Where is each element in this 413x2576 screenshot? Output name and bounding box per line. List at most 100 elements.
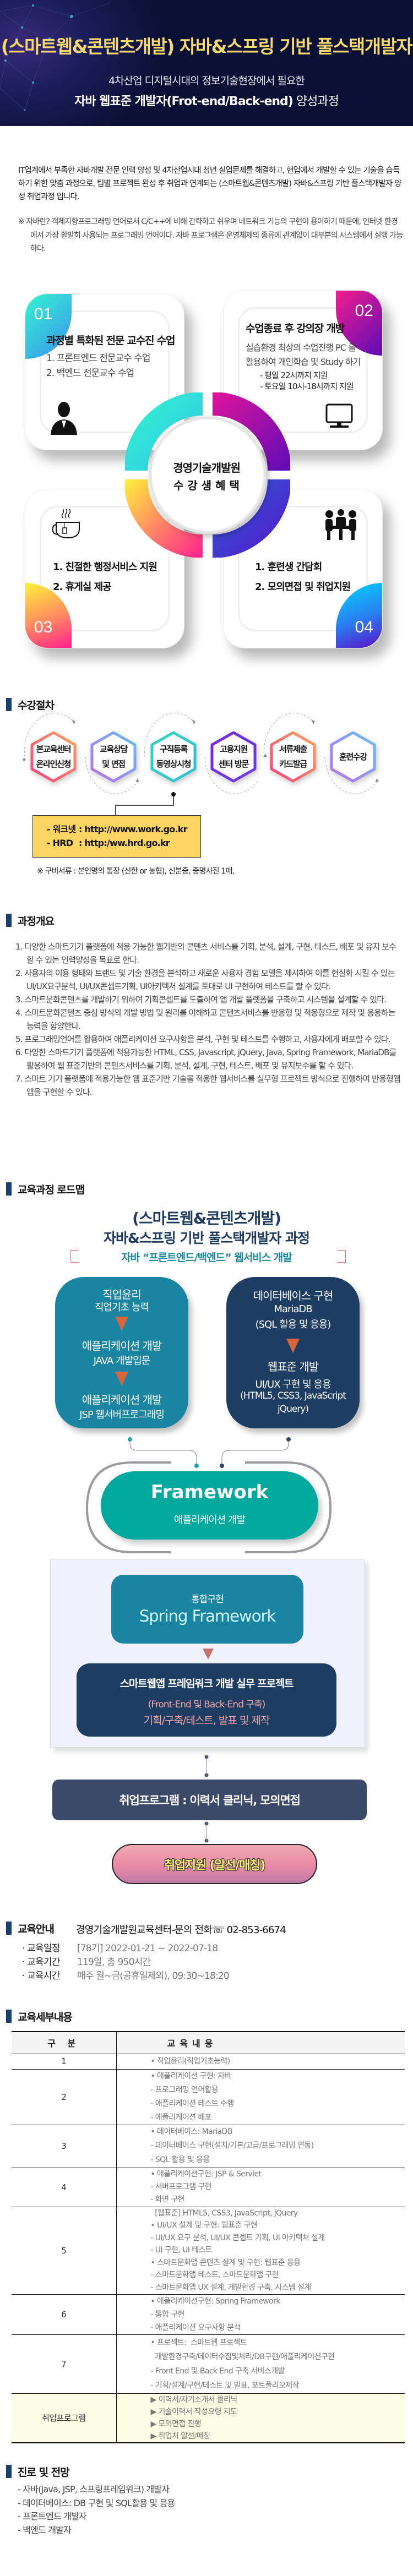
content-line: ▶ 이력서/자기소개서 클리닉 bbox=[150, 2395, 238, 2404]
job-program-box: 취업프로그램 : 이력서 클리닉, 모의면접 bbox=[52, 1780, 367, 1820]
content-line: - 스마트문화앱 UX 설계, 개발환경 구축, 시스템 설계 bbox=[150, 2283, 312, 2292]
benefit-item: 실습환경 최상의 수업진행 PC 를 bbox=[246, 342, 356, 353]
row-number: 1 bbox=[12, 2054, 117, 2070]
box-line: (HTML5, CSS3, JavaScript bbox=[240, 1390, 346, 1401]
worknet-link[interactable]: http://www.work.go.kr bbox=[84, 824, 187, 834]
benefit-subitem: - 평일 22시까지 지원 bbox=[260, 370, 328, 380]
heading-text: 교육안내 bbox=[18, 1923, 55, 1935]
hexagon-shape bbox=[150, 731, 197, 783]
heading-text: 진로 및 전망 bbox=[18, 2466, 70, 2479]
contact-phone: 경영기술개발원교육센터-문의 전화☏ 02-853-6674 bbox=[76, 1924, 286, 1936]
procedure-step: 서류제출 카드발급 bbox=[269, 731, 317, 783]
content-line: - 기획/설계/구현/테스트 및 발표, 포트폴리오제작 bbox=[150, 2381, 300, 2390]
content-line: • 애플리케이션구현: Spring Framework bbox=[150, 2296, 281, 2306]
content-line: - 스마트문화앱 테스트, 스마트문화앱 구현 bbox=[150, 2271, 279, 2280]
benefit-subitem: - 토요일 10시-18시까지 지원 bbox=[260, 381, 354, 391]
info-label: · 교육기간 bbox=[22, 1957, 60, 1968]
roadmap-title-2: 자바&스프링 기반 풀스택개발자 과정 bbox=[104, 1230, 310, 1246]
step-label: 교육상담 및 면접 bbox=[99, 744, 128, 769]
spring-label: 통합구현 bbox=[191, 1594, 224, 1605]
table-row: 1 • 직업윤리(직업기초능력) bbox=[12, 2054, 405, 2070]
procedure-step: 본교육센터 온라인신청 bbox=[30, 731, 77, 783]
content-line: - 통합 구현 bbox=[150, 2310, 185, 2319]
heading-text: 교육세부내용 bbox=[18, 2011, 73, 2023]
procedure-step: 구직등록 동영상시청 bbox=[150, 731, 197, 783]
row-number: 3 bbox=[12, 2125, 117, 2168]
link-box: - 워크넷: http://www.work.go.kr - HRD: http… bbox=[32, 815, 201, 858]
row-number: 취업프로그램 bbox=[12, 2393, 117, 2443]
content-line: - 서버프로그램 구현 bbox=[150, 2182, 212, 2191]
content-line: - 데이터베이스 구현(설치/기본/고급/프로그래밍 연동) bbox=[150, 2141, 314, 2151]
career-list: - 자바(Java, JSP, 스프링프레임워크) 개발자 - 데이터베이스: … bbox=[18, 2483, 175, 2537]
content-line: - 애플리케이션 요구사항 분석 bbox=[150, 2323, 241, 2332]
section-heading-details: 교육세부내용 bbox=[6, 2010, 73, 2023]
content-line: [웹표준] HTML5, CSS3, JavaScript, jQuery bbox=[150, 2208, 298, 2218]
meeting-icon bbox=[325, 509, 356, 540]
content-line: • 애플리케이션 구현: 자바 bbox=[150, 2071, 232, 2081]
hrd-link[interactable]: http:/ww.hrd.go.kr bbox=[84, 838, 170, 848]
roadmap-box-web: 데이터베이스 구현 MariaDB (SQL 활용 및 응용) 웹표준 개발 U… bbox=[226, 1277, 360, 1428]
list-item: 5. 프로그래밍언어를 활용하여 애플리케이션 요구사항을 분석, 구현 및 테… bbox=[15, 1034, 391, 1044]
procedure-step: 교육상담 및 면접 bbox=[90, 731, 137, 783]
section-heading-procedure: 수강절차 bbox=[6, 698, 55, 712]
content-line: - Front End 및 Back End 구축 서비스개발 bbox=[150, 2366, 285, 2376]
hexagon-shape bbox=[270, 731, 316, 783]
procedure-step: 훈련수강 bbox=[329, 731, 377, 783]
benefit-title: 수업종료 후 강의장 개방 bbox=[246, 323, 345, 335]
heading-text: 과정개요 bbox=[18, 915, 55, 927]
row-number: 5 bbox=[12, 2207, 117, 2295]
curriculum-table: 구 분 교육내용 1• 직업윤리(직업기초능력)2• 애플리케이션 구현: 자바… bbox=[12, 2031, 405, 2443]
step-label: 고용지원 센터 방문 bbox=[219, 744, 249, 769]
list-item: 2. 사용자의 이용 형태와 트랜드 및 기술 환경을 분석하고 새로운 사용자… bbox=[15, 968, 395, 991]
link-label: - 워크넷 bbox=[47, 824, 76, 834]
box-line: 데이터베이스 구현 bbox=[253, 1289, 334, 1302]
integration-panel: 통합구현 Spring Framework 스마트웹앱 프레임워크 개발 실무 … bbox=[50, 1559, 365, 1748]
info-row-duration: · 교육기간 119일, 총 950시간 bbox=[22, 1954, 151, 1968]
content-line: ▶ 취업처 알선/매칭 bbox=[150, 2431, 211, 2441]
spring-title: Spring Framework bbox=[139, 1607, 276, 1625]
content-line: • 직업윤리(직업기초능력) bbox=[150, 2057, 231, 2066]
job-connector bbox=[204, 1755, 209, 1843]
job-support-pill: 취업지원 (알선/매칭) bbox=[112, 1844, 317, 1884]
step-label: 훈련수강 bbox=[339, 751, 367, 762]
step-label: 서류제출 카드발급 bbox=[279, 744, 307, 769]
box-line: 웹표준 개발 bbox=[267, 1360, 319, 1373]
link-label: - HRD bbox=[47, 838, 73, 848]
step-label: 구직등록 동영상시청 bbox=[156, 744, 192, 769]
row-content: • 애플리케이션 구현: 자바- 프로그래밍 언어활용- 애플리케이션 테스트 … bbox=[116, 2069, 405, 2125]
row-content: ▶ 이력서/자기소개서 클리닉▶ 기술이력서 작성요령 지도▶ 모의면접 진행▶… bbox=[116, 2393, 405, 2443]
framework-connector bbox=[85, 1437, 332, 1553]
box-line: 애플리케이션 개발 bbox=[81, 1339, 162, 1352]
section-heading-roadmap: 교육과정 로드맵 bbox=[6, 1182, 85, 1196]
hero-banner: (스마트웹&콘텐츠개발) 자바&스프링 기반 풀스택개발자 4차산업 디지털시대… bbox=[0, 0, 413, 126]
table-row: 취업프로그램▶ 이력서/자기소개서 클리닉▶ 기술이력서 작성요령 지도▶ 모의… bbox=[12, 2393, 405, 2443]
teacher-icon bbox=[51, 402, 77, 435]
hexagon-shape bbox=[30, 731, 77, 783]
spring-box: 통합구현 Spring Framework bbox=[111, 1575, 303, 1644]
info-label: · 교육일정 bbox=[22, 1943, 60, 1954]
box-line: MariaDB bbox=[274, 1303, 312, 1315]
procedure-connector bbox=[115, 792, 176, 817]
info-value: [78기] 2022-01-21 ~ 2022-07-18 bbox=[77, 1943, 218, 1954]
table-row: 7• 프로젝트: 스마트웹 프로젝트 개발환경구축/데이터수집및처리/DB구현/… bbox=[12, 2334, 405, 2394]
content-line: • 스마트문화앱 콘텐츠 설계 및 구현: 웹표준 응용 bbox=[150, 2258, 301, 2267]
benefit-item: 1. 친절한 행정서비스 지원 bbox=[53, 561, 157, 573]
subtitle-bold: 자바 웹표준 개발자(Frot-end/Back-end) bbox=[74, 95, 294, 108]
list-item: 3. 스마트문화콘텐츠를 개발하기 위하여 기획콘셉트를 도출하여 앱 개발 플… bbox=[15, 995, 387, 1005]
row-content: • 데이터베이스: MariaDB- 데이터베이스 구현(설치/기본/고급/프로… bbox=[116, 2125, 405, 2168]
list-item: - 백엔드 개발자 bbox=[18, 2524, 72, 2535]
content-line: - 애플리케이션 배포 bbox=[150, 2113, 212, 2122]
course-subtitle-2: 자바 웹표준 개발자(Frot-end/Back-end) 양성과정 bbox=[0, 91, 413, 109]
content-line: - 애플리케이션 테스트 수행 bbox=[150, 2099, 235, 2108]
row-content: [웹표준] HTML5, CSS3, JavaScript, jQuery• U… bbox=[116, 2207, 405, 2295]
arrow-down-icon bbox=[203, 1649, 214, 1660]
info-value: 119일, 총 950시간 bbox=[77, 1957, 151, 1968]
table-row: 2• 애플리케이션 구현: 자바- 프로그래밍 언어활용- 애플리케이션 테스트… bbox=[12, 2069, 405, 2125]
row-content: • 프로젝트: 스마트웹 프로젝트 개발환경구축/데이터수집및처리/DB구현/애… bbox=[116, 2334, 405, 2394]
documents-note: ※ 구비서류 : 본인명의 통장 (신한 or 농협), 신분증, 증명사진 1… bbox=[37, 867, 235, 876]
project-line: (Front-End 및 Back-End 구축) bbox=[148, 1699, 266, 1710]
heading-text: 교육과정 로드맵 bbox=[18, 1183, 85, 1196]
section-heading-info: 교육안내 bbox=[6, 1922, 55, 1935]
column-header: 교육내용 bbox=[116, 2032, 405, 2054]
